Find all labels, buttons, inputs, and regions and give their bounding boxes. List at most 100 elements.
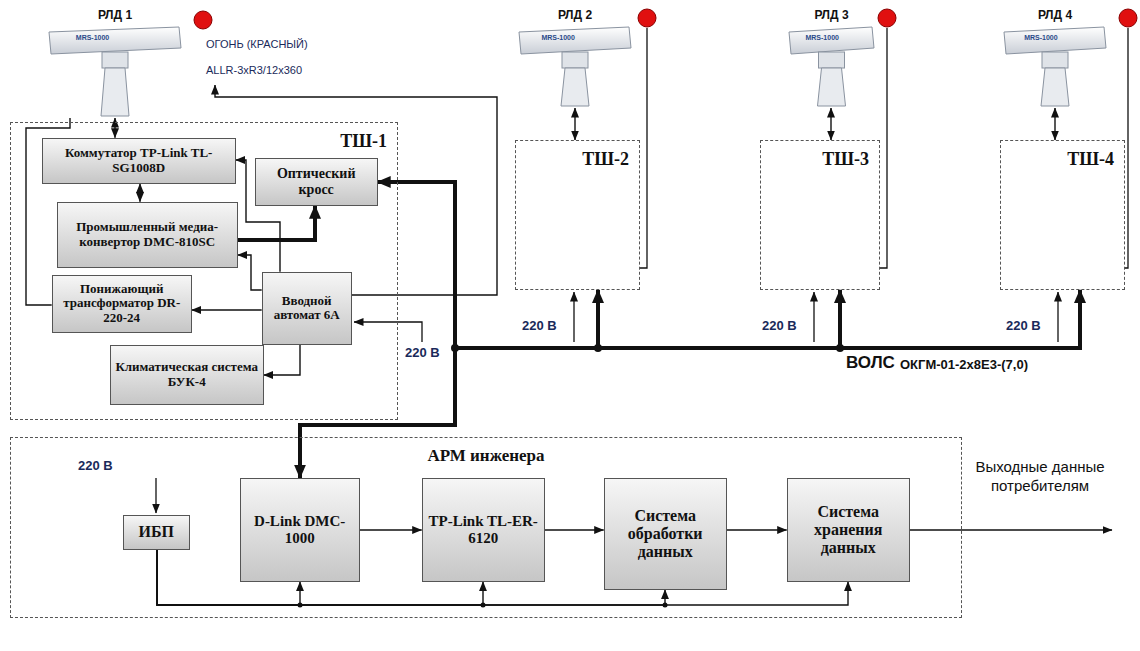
radar-pedestal	[818, 68, 846, 106]
radar-antenna	[49, 27, 181, 54]
light-note: ALLR-3xR3/12x360	[206, 64, 302, 76]
equipment-box: Коммутатор TP-Link TL-SG1008D	[42, 138, 236, 184]
radar-gearbox	[1042, 52, 1068, 68]
cabinet-group: АРМ инженераИБП D-Link DMC-1000 TP-Link TL…	[10, 437, 962, 618]
radar-illustration	[45, 8, 185, 118]
equipment-box: Климатическая система БУК-4	[110, 345, 264, 405]
red-light	[1119, 9, 1137, 27]
box-text: Оптический кросс	[260, 166, 373, 197]
fiber-link	[300, 290, 840, 478]
cabinet-group: ТШ-2	[515, 140, 640, 290]
red-light	[638, 9, 656, 27]
connector	[830, 108, 831, 140]
voltage-label: 220 В	[522, 318, 557, 333]
group-title: ТШ-1	[340, 131, 387, 152]
equipment-box: Оптический кросс	[255, 158, 378, 206]
power-arrow	[1057, 292, 1058, 342]
radar-antenna	[1004, 27, 1106, 54]
fiber-link	[238, 206, 315, 240]
radar-antenna	[789, 27, 874, 54]
equipment-box: ИБП	[123, 515, 190, 550]
radar-gearbox	[102, 52, 128, 68]
box-text: ИБП	[138, 523, 173, 541]
box-text: Понижающий трансформатор DR-220-24	[57, 282, 187, 326]
equipment-box: Система обработки данных	[604, 478, 727, 590]
radar-illustration	[1000, 8, 1110, 108]
output-note: Выходные данные потребителям	[975, 458, 1105, 496]
radar-name: РЛД 2	[515, 8, 635, 22]
radar-unit: РЛД 3 MRS-1000	[785, 8, 878, 108]
light-wire	[1125, 28, 1128, 268]
connector	[360, 529, 422, 530]
signal-light: ОГОНЬ (КРАСНЫЙ) ALLR-3xR3/12x360	[190, 8, 405, 85]
radar-illustration	[515, 8, 635, 108]
cable-label: ВОЛС	[846, 353, 895, 373]
cabinet-group: ТШ-1Коммутатор TP-Link TL-SG1008D Оптичес…	[10, 122, 398, 420]
connector	[238, 255, 262, 290]
junction-dots	[298, 344, 845, 608]
box-text: Промышленный медиа-конвертор DMC-810SC	[62, 220, 233, 249]
equipment-box: Промышленный медиа-конвертор DMC-810SC	[57, 202, 238, 268]
fiber-link	[300, 290, 1080, 478]
box-text: Вводной автомат 6А	[267, 294, 347, 323]
radar-pedestal	[1041, 68, 1069, 106]
radar-name: РЛД 4	[1000, 8, 1110, 22]
radar-model: MRS-1000	[541, 34, 574, 41]
signal-light-wires	[640, 28, 1128, 268]
box-text: Климатическая система БУК-4	[115, 360, 259, 389]
power-arrow	[573, 292, 574, 342]
voltage-label: 220 В	[405, 345, 440, 360]
group-title: ТШ-3	[822, 149, 869, 170]
radar-pedestal	[561, 68, 589, 106]
equipment-box: Понижающий трансформатор DR-220-24	[52, 275, 192, 333]
radar-gearbox	[562, 52, 588, 68]
box-text: Система хранения данных	[792, 503, 905, 557]
connector	[574, 108, 575, 140]
equipment-box: D-Link DMC-1000	[240, 478, 360, 582]
radar-name: РЛД 1	[45, 8, 185, 22]
radar-model: MRS-1000	[1024, 34, 1057, 41]
box-text: D-Link DMC-1000	[245, 513, 355, 547]
box-text: TP-Link TL-ER-6120	[427, 513, 540, 547]
voltage-label: 220 В	[1006, 318, 1041, 333]
connector	[157, 550, 665, 605]
radar-name: РЛД 3	[785, 8, 878, 22]
voltage-label: 220 В	[78, 458, 113, 473]
power-arrow	[155, 478, 156, 513]
equipment-box: TP-Link TL-ER-6120	[422, 478, 545, 582]
cable-label: ОКГМ-01-2x8Е3-(7,0)	[900, 357, 1028, 372]
group-title: АРМ инженера	[11, 446, 961, 466]
cabinet-group: ТШ-4	[1000, 140, 1125, 290]
radar-gearbox	[819, 52, 845, 68]
equipment-box: Вводной автомат 6А	[262, 272, 352, 345]
radar-model: MRS-1000	[76, 34, 109, 41]
radar-model: MRS-1000	[805, 34, 838, 41]
radar-unit: РЛД 2 MRS-1000	[515, 8, 635, 108]
radar-unit: РЛД 4 MRS-1000	[1000, 8, 1110, 108]
radar-unit: РЛД 1 MRS-1000	[45, 8, 185, 118]
equipment-box: Система хранения данных	[787, 478, 910, 582]
connector-layer	[26, 85, 1080, 605]
red-light	[194, 11, 212, 29]
voltage-label: 220 В	[762, 318, 797, 333]
connector	[1054, 108, 1055, 140]
output-arrow	[910, 529, 1112, 530]
light-note: ОГОНЬ (КРАСНЫЙ)	[206, 38, 308, 50]
radar-antenna	[519, 27, 631, 54]
radar-pedestal	[101, 68, 129, 116]
connector	[192, 309, 262, 310]
red-light	[878, 9, 896, 27]
signal-lights	[638, 9, 1137, 27]
connector	[139, 184, 140, 202]
box-text: Коммутатор TP-Link TL-SG1008D	[47, 146, 231, 175]
group-title: ТШ-2	[582, 149, 629, 170]
red-light-symbol	[190, 8, 214, 32]
connector	[264, 345, 300, 375]
connector	[114, 118, 115, 138]
box-text: Система обработки данных	[609, 507, 722, 561]
connector	[545, 529, 604, 530]
power-arrow	[354, 322, 422, 342]
radar-illustration	[785, 8, 878, 108]
group-title: ТШ-4	[1067, 149, 1114, 170]
power-arrow	[813, 292, 814, 342]
